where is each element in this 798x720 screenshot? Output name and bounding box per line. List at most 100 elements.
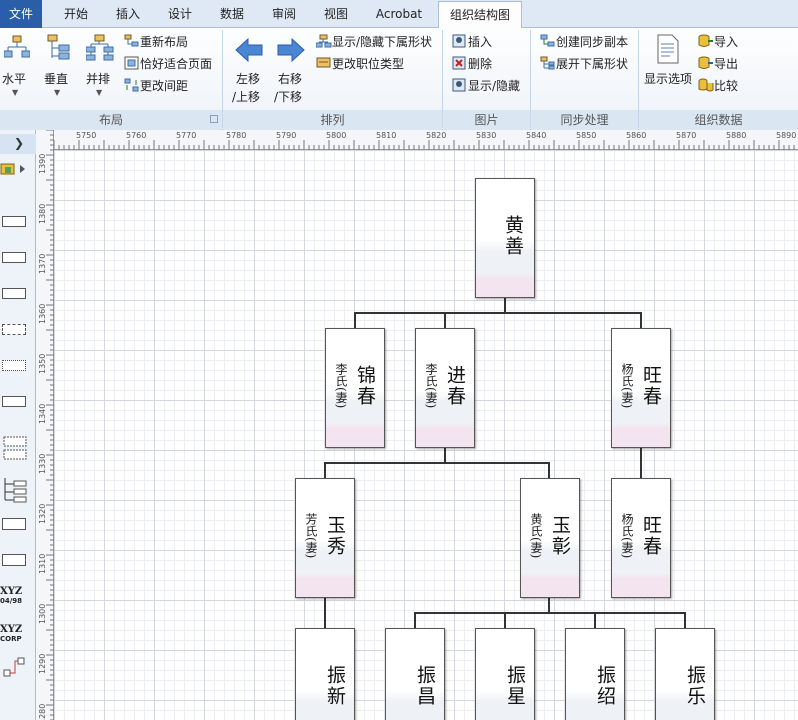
tab-insert[interactable]: 插入 [115, 7, 140, 21]
horizontal-ruler-ticks [54, 140, 795, 150]
delete-picture-label: 删除 [468, 57, 493, 71]
ruler-label: 5770 [176, 131, 197, 140]
drawing-canvas[interactable]: 黄善 锦春 李氏(妻) 进春 李氏(妻) 旺春 杨氏(妻) 玉秀 芳氏(妻) 玉… [54, 150, 798, 720]
group-separator [222, 30, 223, 128]
insert-picture-button[interactable]: 插入 [452, 33, 492, 50]
move-up-label: /上移 [232, 90, 261, 104]
ruler-label: 1320 [38, 503, 47, 524]
org-node-jinchun[interactable]: 锦春 李氏(妻) [325, 328, 385, 448]
stencil-multiple-shapes-icon[interactable] [2, 436, 27, 464]
stencil-connector-icon[interactable] [2, 656, 28, 683]
tab-review[interactable]: 审阅 [271, 7, 296, 21]
ruler-label: 5830 [476, 131, 497, 140]
stencil-logo-dated[interactable]: XYZ 04/98 [0, 586, 34, 605]
import-button[interactable]: 导入 [698, 33, 738, 50]
org-node-yuzhang[interactable]: 玉彰 黄氏(妻) [520, 478, 580, 598]
move-right-button[interactable]: 右移 /下移 [274, 36, 312, 106]
vertical-ruler-ticks [46, 130, 54, 720]
tab-data[interactable]: 数据 [219, 7, 244, 21]
org-node-jin[interactable]: 进春 李氏(妻) [415, 328, 475, 448]
node-name: 振乐 [684, 665, 706, 707]
tab-org-chart[interactable]: 组织结构图 [438, 1, 522, 30]
stencil-shape-staff[interactable] [2, 396, 26, 407]
ribbon: 水平 ▼ 垂直 ▼ 并排 ▼ 重 [0, 28, 798, 130]
stencil-team-frame-icon[interactable] [2, 476, 28, 504]
org-node-huangshan[interactable]: 黄善 [475, 178, 535, 298]
stencil-shape-title[interactable] [2, 518, 26, 530]
ruler-label: 5820 [426, 131, 447, 140]
spacing-icon [124, 78, 139, 92]
vertical-label: 垂直 [44, 72, 69, 86]
parallel-layout-button[interactable]: 并排 ▼ [86, 34, 114, 102]
ruler-label: 5780 [226, 131, 247, 140]
stencil-shape-manager[interactable] [2, 252, 26, 263]
stencil-shape-assistant[interactable] [2, 324, 26, 335]
create-sync-copy-button[interactable]: 创建同步副本 [540, 33, 628, 50]
org-node-wangchun-2[interactable]: 旺春 杨氏(妻) [611, 478, 671, 598]
show-hide-picture-button[interactable]: 显示/隐藏 [452, 77, 520, 94]
stencil-shape-text[interactable] [2, 554, 26, 566]
compare-button[interactable]: 比较 [698, 77, 738, 94]
connector [414, 612, 686, 614]
connector [444, 448, 446, 462]
node-name: 进春 [444, 365, 466, 407]
ruler-label: 1310 [38, 553, 47, 574]
org-node-yuxiu[interactable]: 玉秀 芳氏(妻) [295, 478, 355, 598]
tab-acrobat[interactable]: Acrobat [375, 7, 423, 21]
org-node-wangchun[interactable]: 旺春 杨氏(妻) [611, 328, 671, 448]
show-hide-subordinates-button[interactable]: 显示/隐藏下属形状 [315, 33, 432, 50]
node-name: 旺春 [640, 515, 662, 557]
ruler-label: 1350 [38, 353, 47, 374]
vertical-layout-icon [47, 34, 70, 60]
display-options-label: 显示选项 [644, 72, 693, 86]
node-name: 振星 [504, 665, 526, 707]
connector [504, 612, 506, 628]
export-button[interactable]: 导出 [698, 55, 738, 72]
tab-file[interactable]: 文件 [0, 0, 42, 28]
change-position-type-button[interactable]: 更改职位类型 [316, 55, 404, 72]
ruler-label: 5810 [376, 131, 397, 140]
org-node-zhenchang[interactable]: 振昌 [385, 628, 445, 720]
compare-label: 比较 [714, 79, 739, 93]
layout-dialog-launcher-icon[interactable] [210, 115, 218, 123]
stencil-shape-position[interactable] [2, 288, 26, 299]
stencil-folder-icon[interactable] [0, 162, 30, 179]
vertical-layout-button[interactable]: 垂直 ▼ [44, 34, 72, 102]
display-options-button[interactable]: 显示选项 [644, 34, 694, 104]
xyz-corp-logo-text: XYZ [0, 624, 23, 635]
org-node-zhenle[interactable]: 振乐 [655, 628, 715, 720]
shapes-panel-header[interactable]: ❯ [0, 134, 36, 154]
expand-subordinates-icon [540, 56, 555, 70]
xyz-logo-text: XYZ [0, 586, 23, 597]
fit-page-label: 恰好适合页面 [140, 57, 213, 71]
ruler-label: 5800 [326, 131, 347, 140]
node-name: 旺春 [640, 365, 662, 407]
org-node-zhenshao[interactable]: 振绍 [565, 628, 625, 720]
relayout-button[interactable]: 重新布局 [124, 33, 188, 50]
tab-view[interactable]: 视图 [323, 7, 348, 21]
tab-design[interactable]: 设计 [167, 7, 192, 21]
export-label: 导出 [714, 57, 739, 71]
tab-home[interactable]: 开始 [63, 7, 88, 21]
layout-group-label: 布局 [0, 110, 222, 130]
stencil-logo-corp[interactable]: XYZ CORP [0, 624, 34, 643]
org-node-zhenxing[interactable]: 振星 [475, 628, 535, 720]
create-sync-copy-label: 创建同步副本 [556, 35, 629, 49]
ruler-label: 5790 [276, 131, 297, 140]
org-node-zhenxin[interactable]: 振新 [295, 628, 355, 720]
parallel-label: 并排 [86, 72, 111, 86]
expand-subordinates-button[interactable]: 展开下属形状 [540, 55, 628, 72]
horizontal-layout-button[interactable]: 水平 ▼ [2, 34, 30, 102]
arrange-group-label: 排列 [223, 110, 442, 130]
move-left-button[interactable]: 左移 /上移 [232, 36, 270, 106]
stencil-shape-vacancy[interactable] [2, 360, 26, 371]
fit-page-button[interactable]: 恰好适合页面 [124, 55, 212, 72]
node-spouse: 黄氏(妻) [529, 513, 543, 559]
stencil-shape-executive[interactable] [2, 216, 26, 227]
ruler-label: 1380 [38, 203, 47, 224]
ruler-label: 5760 [126, 131, 147, 140]
delete-picture-button[interactable]: 删除 [452, 55, 492, 72]
change-spacing-button[interactable]: 更改间距 [124, 77, 188, 94]
